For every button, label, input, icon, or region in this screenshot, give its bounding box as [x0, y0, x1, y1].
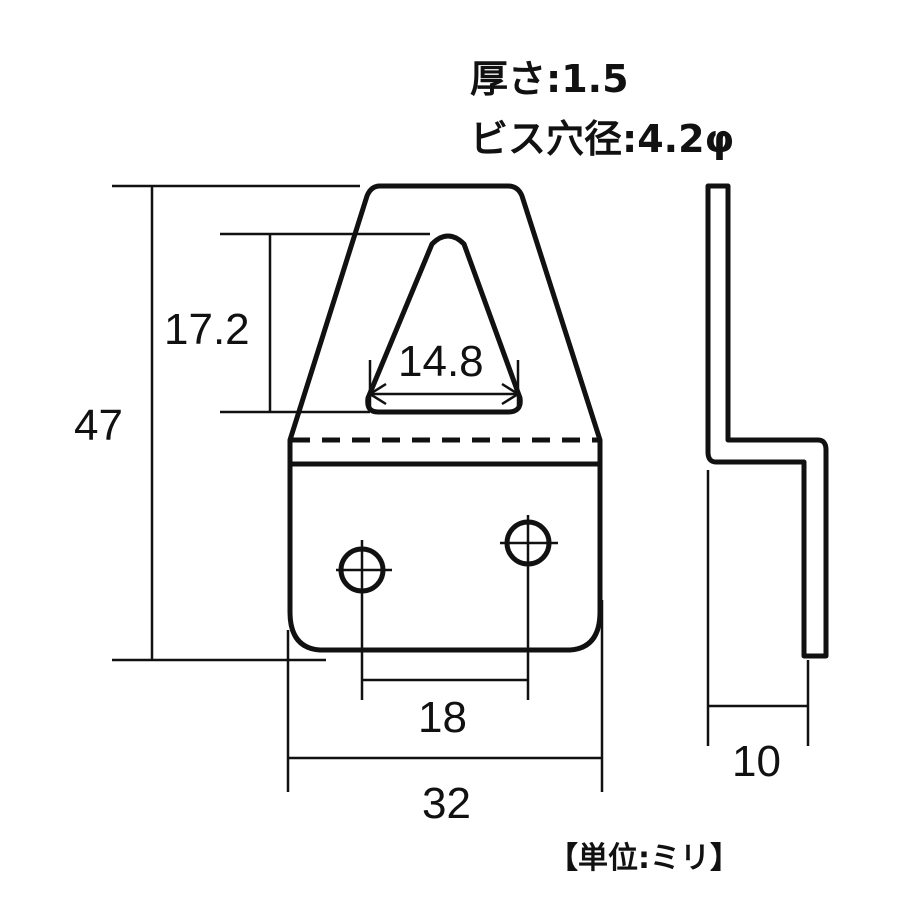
bracket-side-profile: [705, 183, 829, 659]
screw-hole-spec: ビス穴径:4.2φ: [470, 117, 734, 161]
hole-pitch-label: 18: [418, 693, 467, 742]
screw-hole-right: [500, 515, 558, 700]
depth-dimension: [706, 470, 810, 746]
total-height-label: 47: [74, 401, 123, 450]
total-height-dimension: [112, 184, 360, 662]
screw-hole-left: [336, 540, 392, 700]
total-width-dimension: [286, 600, 604, 792]
slot-width-dimension: [367, 360, 521, 410]
slot-width-label: 14.8: [398, 337, 484, 386]
depth-label: 10: [732, 737, 781, 786]
slot-height-label: 17.2: [164, 305, 250, 354]
thickness-spec: 厚さ:1.5: [470, 57, 629, 101]
unit-note: 【単位:ミリ】: [548, 841, 740, 876]
total-width-label: 32: [422, 779, 471, 828]
bracket-front-outline: [287, 183, 603, 653]
slot-height-dimension: [220, 232, 430, 414]
